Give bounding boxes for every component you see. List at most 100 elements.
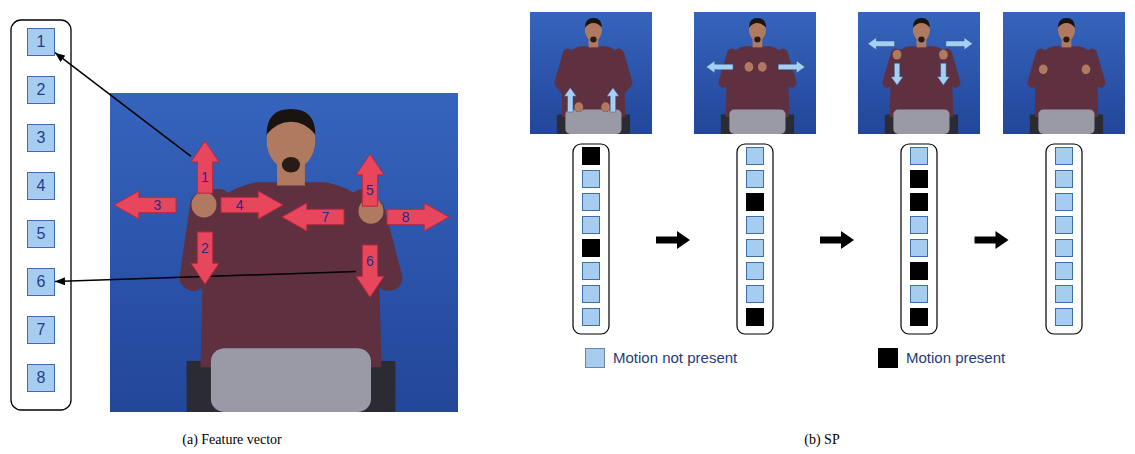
feature-box: 5 — [27, 220, 55, 248]
hair — [267, 109, 316, 135]
motion-arrow: 5 — [356, 154, 384, 206]
motion-present-cell — [583, 148, 600, 165]
motion-arrow-outline — [191, 232, 219, 284]
arm — [606, 53, 628, 107]
motion-arrow-outline — [191, 141, 219, 193]
photo-background — [110, 93, 458, 412]
shirt — [890, 46, 953, 117]
legend-swatch — [585, 348, 605, 368]
hand — [1082, 64, 1091, 74]
subfigure-caption-box: (b) SP — [804, 430, 839, 448]
motion-absent-cell — [583, 263, 600, 280]
photo-background — [1003, 12, 1125, 134]
node-number: 8 — [37, 369, 46, 387]
pointer-line — [55, 53, 191, 157]
motion-absent-cell — [1056, 263, 1073, 280]
motion-arrow: 6 — [356, 245, 384, 297]
feature-box: 7 — [27, 316, 55, 344]
motion-arrow: 7 — [282, 203, 344, 231]
motion-arrow-shape — [282, 203, 344, 231]
motion-present-cell — [583, 240, 600, 257]
hair — [585, 18, 602, 28]
motion-arrow-shape — [221, 191, 283, 219]
motion-present-cell — [911, 263, 928, 280]
hand — [601, 102, 610, 112]
motion-arrow-shape — [114, 191, 176, 219]
motion-absent-cell — [747, 286, 764, 303]
signer-photo — [858, 12, 980, 134]
motion-absent-cell — [583, 217, 600, 234]
motion-absent-cell — [747, 148, 764, 165]
motion-direction-arrow — [778, 61, 805, 73]
goatee — [754, 37, 760, 43]
legend-text: Motion present — [906, 349, 1005, 366]
motion-arrow-outline — [282, 203, 344, 231]
motion-absent-cell — [583, 194, 600, 211]
node-number: 2 — [201, 240, 209, 256]
motion-arrow: 4 — [221, 191, 283, 219]
motion-absent-cell — [747, 240, 764, 257]
node-number: 3 — [37, 129, 46, 147]
node-number: 7 — [321, 209, 329, 225]
sequence-arrow — [975, 231, 1009, 249]
sequence-arrow — [656, 231, 690, 249]
feature-box: 4 — [27, 172, 55, 200]
motion-present-cell — [911, 194, 928, 211]
node-number: 7 — [37, 321, 46, 339]
vector-container — [11, 20, 71, 410]
motion-arrow-outline — [114, 191, 176, 219]
node-number: 8 — [402, 209, 410, 225]
photo-background — [694, 12, 816, 134]
motion-absent-cell — [1056, 309, 1073, 326]
signer-photo — [1003, 12, 1125, 134]
signer-photo — [530, 12, 652, 134]
motion-absent-cell — [1056, 217, 1073, 234]
motion-arrow-outline — [387, 203, 449, 231]
motion-absent-cell — [911, 148, 928, 165]
subfigure-caption-box: (a) Feature vector — [182, 430, 282, 448]
trousers — [565, 110, 621, 134]
motion-direction-arrow — [706, 61, 733, 73]
signer-photo — [110, 93, 458, 412]
trousers — [893, 110, 949, 134]
goatee — [590, 37, 596, 43]
motion-arrow-outline — [356, 154, 384, 206]
legend-entry: Motion not present — [585, 348, 737, 368]
motion-present-cell — [747, 194, 764, 211]
signer-photo — [694, 12, 816, 134]
legend-entry: Motion present — [878, 348, 1005, 368]
hand — [745, 62, 754, 72]
motion-absent-cell — [1056, 148, 1073, 165]
trousers — [211, 348, 371, 412]
motion-absent-cell — [747, 263, 764, 280]
motion-absent-cell — [583, 309, 600, 326]
node-number: 3 — [153, 197, 161, 213]
node-number: 4 — [37, 177, 46, 195]
motion-direction-arrow — [937, 63, 949, 85]
node-number: 6 — [37, 273, 46, 291]
goatee — [918, 37, 924, 43]
motion-absent-cell — [583, 286, 600, 303]
hair — [749, 18, 766, 28]
motion-direction-arrow — [607, 88, 619, 112]
trousers — [1038, 110, 1094, 134]
hand — [758, 62, 767, 72]
photo-background — [530, 12, 652, 134]
motion-absent-cell — [1056, 171, 1073, 188]
subfigure-caption: (b) SP — [804, 432, 839, 447]
motion-direction-arrow — [891, 63, 903, 85]
motion-arrow: 3 — [114, 191, 176, 219]
motion-present-cell — [911, 309, 928, 326]
node-number: 1 — [37, 33, 46, 51]
motion-absent-cell — [1056, 286, 1073, 303]
hand — [939, 50, 948, 60]
hand — [574, 102, 583, 112]
motion-absent-cell — [747, 171, 764, 188]
motion-absent-cell — [911, 217, 928, 234]
hand — [893, 50, 902, 60]
motion-absent-cell — [1056, 240, 1073, 257]
node-number: 5 — [366, 182, 374, 198]
